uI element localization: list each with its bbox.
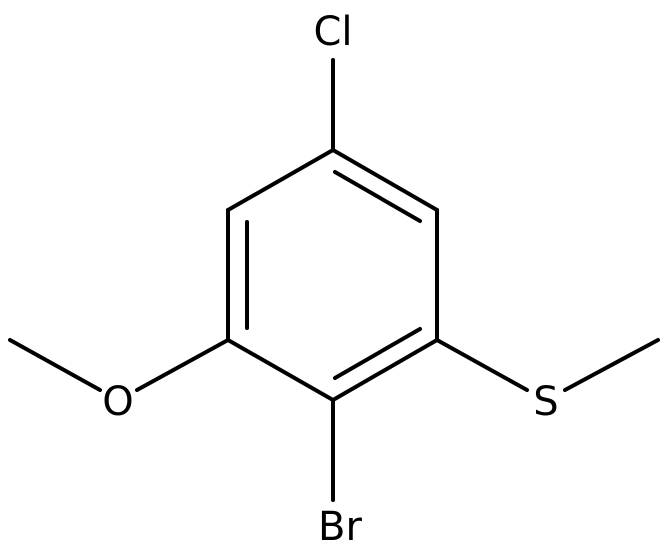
- ring-bond-bottom-right: [331, 338, 439, 402]
- sulfur-label: S: [533, 379, 558, 425]
- oxygen-ring-bond: [135, 338, 230, 392]
- oxygen-label: O: [102, 379, 133, 425]
- methoxy-methyl-bond: [8, 338, 102, 392]
- ring-bond-top-right-inner: [333, 170, 422, 223]
- ring-bond-top-right: [331, 148, 439, 212]
- ring-bond-bottom-left: [226, 338, 335, 402]
- ring-bond-bottom-right-inner: [333, 327, 422, 380]
- bromine-label: Br: [318, 504, 362, 550]
- chlorine-label: Cl: [313, 9, 352, 55]
- thiomethyl-methyl-bond: [563, 338, 660, 392]
- sulfur-ring-bond: [435, 338, 529, 392]
- ring-bond-top-left: [226, 148, 335, 212]
